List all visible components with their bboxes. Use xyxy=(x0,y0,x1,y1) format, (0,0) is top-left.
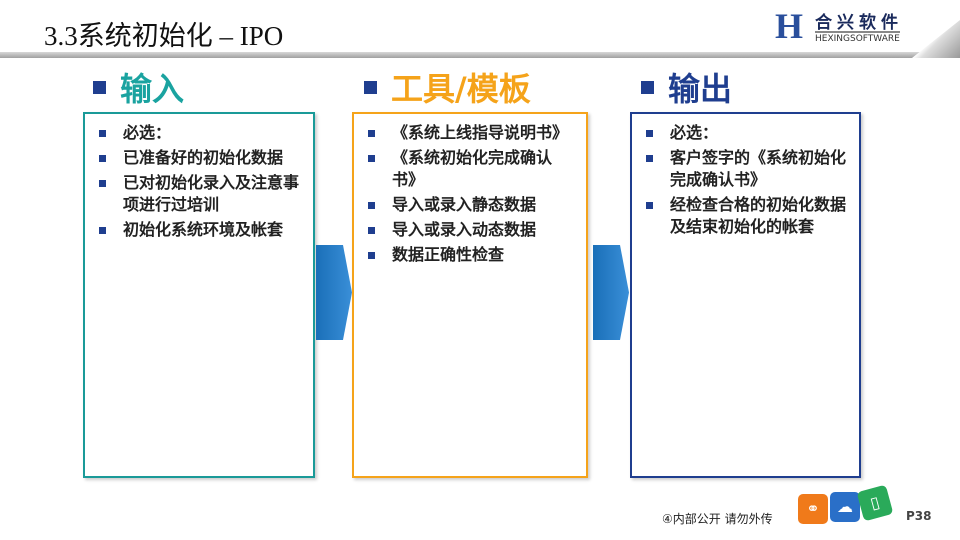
tools-box: 《系统上线指导说明书》 《系统初始化完成确认书》 导入或录入静态数据 导入或录入… xyxy=(352,112,588,478)
heading-output: 输出 xyxy=(641,64,732,110)
list-item: 导入或录入动态数据 xyxy=(364,219,576,241)
list-item: 《系统上线指导说明书》 xyxy=(364,122,576,144)
logo-h-icon: H xyxy=(775,6,804,46)
list-item: 已准备好的初始化数据 xyxy=(95,147,303,169)
logo-en: HEXINGSOFTWARE xyxy=(815,31,900,44)
list-item: 必选： xyxy=(95,122,303,144)
arrow-right-icon xyxy=(593,245,629,340)
cloud-cube-icon: ☁ xyxy=(830,492,860,522)
heading-text: 输出 xyxy=(668,70,733,108)
confidentiality-notice: ④内部公开 请勿外传 xyxy=(662,512,773,526)
bullet-square-icon xyxy=(364,80,377,94)
tablet-cube-icon: ▯ xyxy=(856,484,894,522)
input-box: 必选： 已准备好的初始化数据 已对初始化录入及注意事项进行过培训 初始化系统环境… xyxy=(83,112,315,478)
list-item: 《系统初始化完成确认书》 xyxy=(364,147,576,191)
page-curl-decoration xyxy=(912,20,960,58)
output-box: 必选： 客户签字的《系统初始化完成确认书》 经检查合格的初始化数据及结束初始化的… xyxy=(630,112,861,478)
network-cube-icon: ⚭ xyxy=(798,494,828,524)
heading-text: 工具/模板 xyxy=(391,70,531,108)
logo-cn: 合兴软件 xyxy=(815,13,903,33)
slide-title: 3.3系统初始化 – IPO xyxy=(44,21,284,51)
list-item: 已对初始化录入及注意事项进行过培训 xyxy=(95,172,303,216)
heading-tools: 工具/模板 xyxy=(364,64,531,110)
page-number: P38 xyxy=(906,509,932,523)
bullet-square-icon xyxy=(93,80,106,94)
bullet-square-icon xyxy=(641,80,654,94)
list-item: 导入或录入静态数据 xyxy=(364,194,576,216)
list-item: 初始化系统环境及帐套 xyxy=(95,219,303,241)
list-item: 客户签字的《系统初始化完成确认书》 xyxy=(642,147,849,191)
heading-text: 输入 xyxy=(120,70,185,108)
title-divider xyxy=(0,52,920,58)
list-item: 必选： xyxy=(642,122,849,144)
heading-input: 输入 xyxy=(93,64,184,110)
list-item: 经检查合格的初始化数据及结束初始化的帐套 xyxy=(642,194,849,238)
company-logo: H 合兴软件 HEXINGSOFTWARE xyxy=(775,6,915,48)
arrow-right-icon xyxy=(316,245,352,340)
list-item: 数据正确性检查 xyxy=(364,244,576,266)
